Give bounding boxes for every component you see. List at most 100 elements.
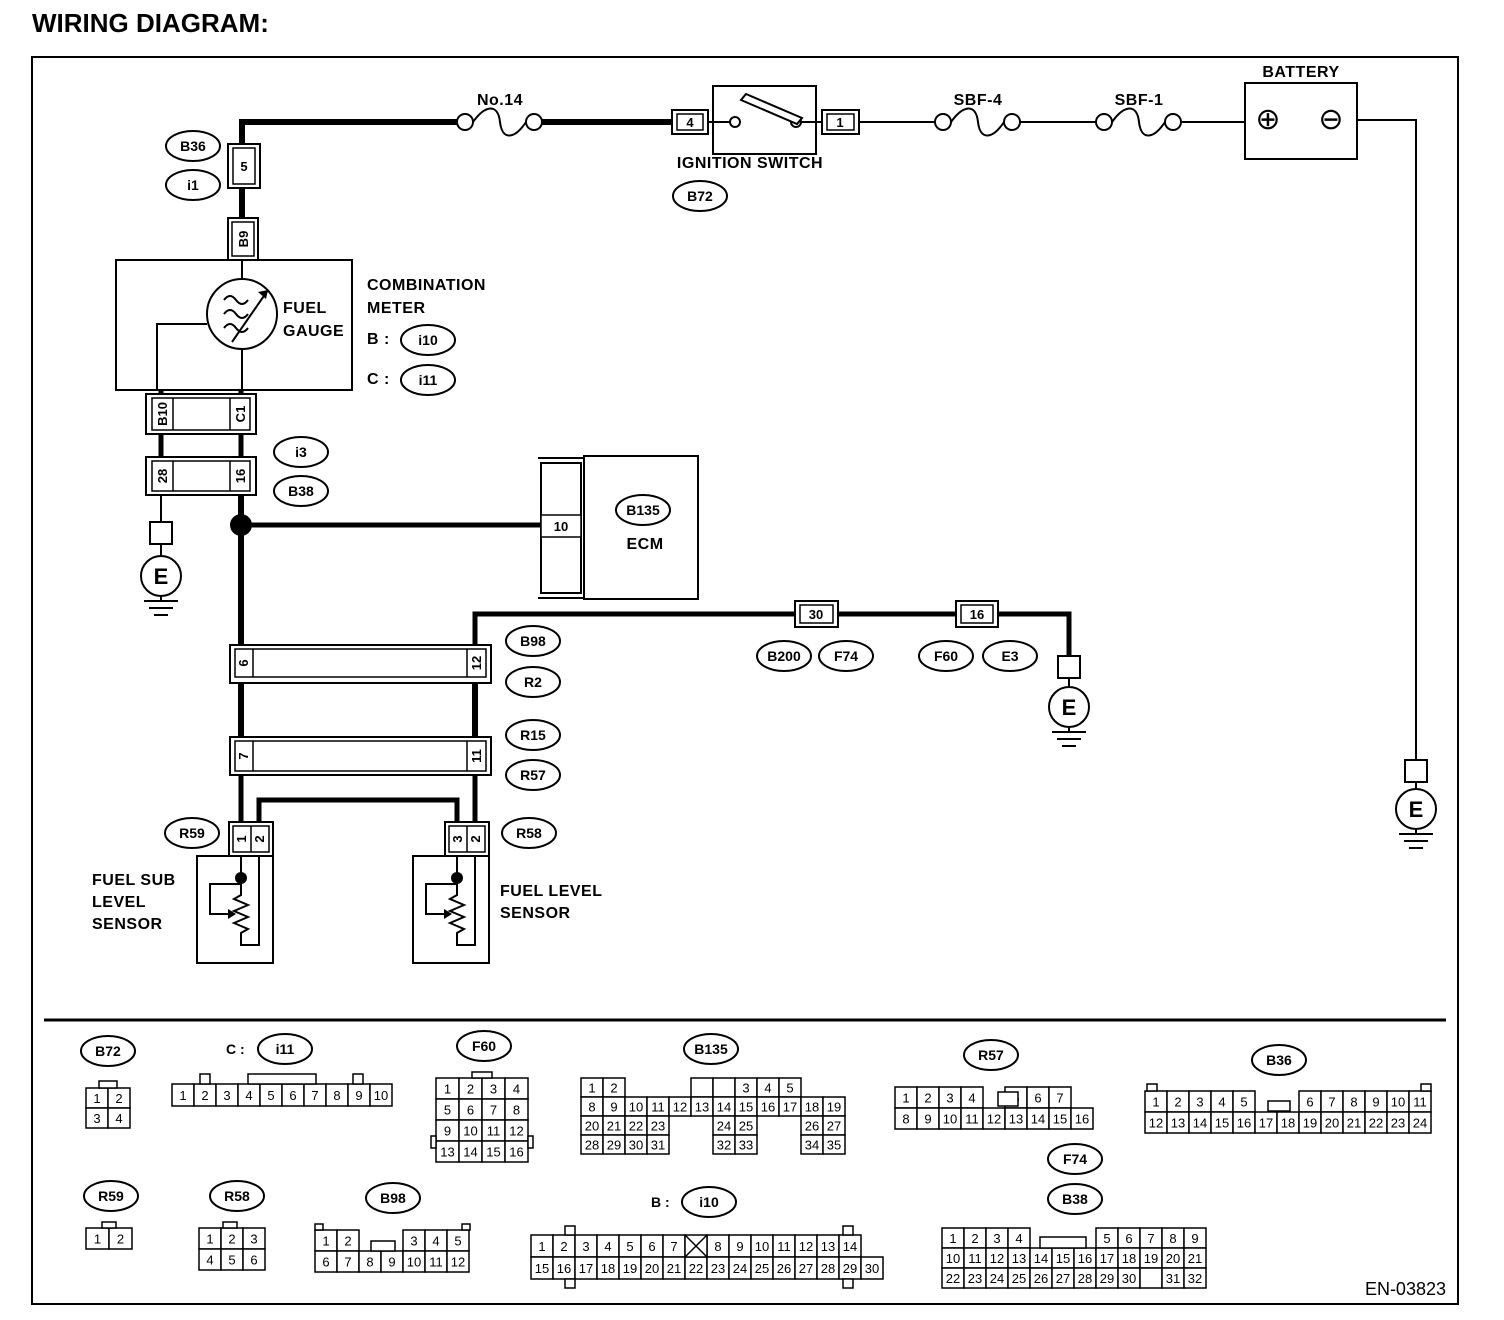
pin-number: 3 xyxy=(946,1091,953,1106)
b36-pin-5: 5 xyxy=(240,159,247,174)
wire-f60-to-ground xyxy=(995,611,1072,659)
pin-number: 13 xyxy=(1009,1112,1023,1127)
pin-number: 25 xyxy=(1012,1271,1026,1286)
pin-number: 3 xyxy=(490,1082,497,1097)
pin-number: 10 xyxy=(463,1124,477,1139)
pin-number: 3 xyxy=(1196,1095,1203,1110)
pin-number: 28 xyxy=(1078,1271,1092,1286)
pin-number: 27 xyxy=(1056,1271,1070,1286)
pin-number: 6 xyxy=(1034,1091,1041,1106)
pin-number: 9 xyxy=(355,1088,362,1103)
pin-number: 2 xyxy=(610,1081,617,1096)
junction-dot xyxy=(230,514,252,536)
r59-pin-1: 1 xyxy=(234,835,249,842)
pin-number: 2 xyxy=(971,1231,978,1246)
pin-number: 11 xyxy=(429,1255,443,1270)
pin-number: 11 xyxy=(487,1124,501,1139)
pin-number: 1 xyxy=(94,1232,101,1247)
fuel-level-sensor: 3 2 xyxy=(412,821,490,964)
connector-b36-i1: 5 xyxy=(227,143,261,189)
pin-number: 20 xyxy=(1325,1116,1339,1131)
pin-number: 6 xyxy=(1306,1095,1313,1110)
pin-number: 24 xyxy=(717,1119,731,1134)
pin-cell xyxy=(712,1077,736,1098)
fuse-no14: No.14 xyxy=(456,92,543,137)
connector-tag-r57: R57 xyxy=(505,759,561,791)
pin-number: 22 xyxy=(689,1261,703,1276)
pin-number: 2 xyxy=(924,1091,931,1106)
pin-number: 16 xyxy=(557,1261,571,1276)
pin-number: 2 xyxy=(1174,1095,1181,1110)
pin-number: 16 xyxy=(761,1100,775,1115)
pin-number: 29 xyxy=(607,1138,621,1153)
pin-number: 13 xyxy=(1012,1251,1026,1266)
pin-number: 11 xyxy=(965,1112,979,1127)
pin-number: 4 xyxy=(764,1081,771,1096)
ignition-switch: 4 1 IGNITION SWITCH xyxy=(671,85,860,172)
pin-number: 11 xyxy=(777,1239,791,1254)
pin-number: 8 xyxy=(902,1112,909,1127)
pin-cell xyxy=(646,1134,670,1155)
pin-number: 26 xyxy=(1034,1271,1048,1286)
svg-text:B98: B98 xyxy=(380,1190,406,1206)
pin-number: 8 xyxy=(1350,1095,1357,1110)
pin-number: 5 xyxy=(786,1081,793,1096)
pin-number: 12 xyxy=(987,1112,1001,1127)
pin-number: 14 xyxy=(463,1145,477,1160)
pin-number: 24 xyxy=(733,1261,747,1276)
pin-number: 7 xyxy=(311,1088,318,1103)
pin-number: 10 xyxy=(946,1251,960,1266)
pin-number: 9 xyxy=(924,1112,931,1127)
pin-number: 25 xyxy=(755,1261,769,1276)
pin-cell xyxy=(369,1083,393,1107)
connector-b9: B9 xyxy=(227,217,259,261)
svg-text:B98: B98 xyxy=(520,633,546,649)
fuel-level-label-2: SENSOR xyxy=(500,905,571,922)
pin-number: 20 xyxy=(645,1261,659,1276)
ground-label: E xyxy=(1409,797,1424,822)
connector-tag-i3: i3 xyxy=(273,436,329,468)
svg-text:R59: R59 xyxy=(179,825,205,841)
pin-number: 12 xyxy=(673,1100,687,1115)
document-id: EN-03823 xyxy=(1365,1279,1446,1299)
pin-16: 16 xyxy=(233,469,248,483)
pin-number: 10 xyxy=(943,1112,957,1127)
ignition-switch-label: IGNITION SWITCH xyxy=(677,155,823,172)
pin-cell xyxy=(242,1248,266,1271)
pin-number: 8 xyxy=(1169,1231,1176,1246)
pin-number: 11 xyxy=(968,1251,982,1266)
pin-number: 35 xyxy=(827,1138,841,1153)
svg-text:B36: B36 xyxy=(1266,1052,1292,1068)
pin-number: 12 xyxy=(451,1255,465,1270)
pin-cell xyxy=(108,1227,133,1250)
connector-tag-i10: i10 xyxy=(400,324,456,356)
connector-tag-b36: B36 xyxy=(165,130,221,162)
pin-cell xyxy=(1408,1111,1432,1134)
pin-number: 29 xyxy=(1100,1271,1114,1286)
pin-number: 24 xyxy=(1413,1116,1427,1131)
svg-text:R58: R58 xyxy=(224,1188,250,1204)
pin-number: 6 xyxy=(467,1103,474,1118)
pin-number: 23 xyxy=(968,1271,982,1286)
svg-text:E3: E3 xyxy=(1001,648,1018,664)
pin-number: 1 xyxy=(206,1232,213,1247)
pin-number: 1 xyxy=(179,1088,186,1103)
ground-label: E xyxy=(1062,695,1077,720)
pin-number: 7 xyxy=(344,1255,351,1270)
pin-number: 13 xyxy=(821,1239,835,1254)
legend-tag-f60: F60 xyxy=(456,1030,512,1062)
pin-number: 31 xyxy=(651,1138,665,1153)
fuse-no14-label: No.14 xyxy=(477,92,523,109)
wire-battery-ground xyxy=(1356,119,1417,761)
pin-number: 1 xyxy=(588,1081,595,1096)
pin-number: 16 xyxy=(509,1145,523,1160)
pin-number: 7 xyxy=(670,1239,677,1254)
svg-text:i10: i10 xyxy=(418,332,438,348)
legend-tag-r57: R57 xyxy=(963,1039,1019,1071)
pin-number: 1 xyxy=(1152,1095,1159,1110)
pin-number: 3 xyxy=(223,1088,230,1103)
pin-number: 18 xyxy=(1281,1116,1295,1131)
pin-number: 12 xyxy=(1149,1116,1163,1131)
